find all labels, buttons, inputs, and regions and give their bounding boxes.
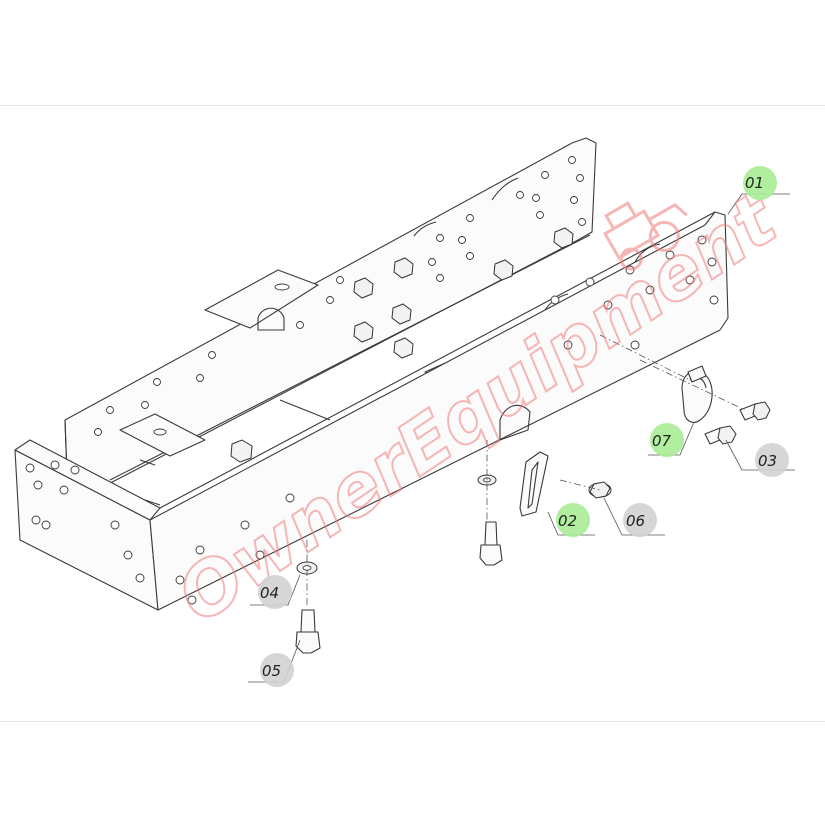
callout-03: 03	[755, 443, 789, 477]
callout-02: 02	[556, 503, 590, 537]
callout-04: 04	[258, 575, 292, 609]
callout-03-label: 03	[758, 452, 777, 470]
tractor-logo-icon	[602, 201, 688, 271]
callout-06: 06	[623, 503, 657, 537]
frame-nuts	[230, 227, 574, 463]
callout-05: 05	[260, 653, 294, 687]
long-bolt-part	[295, 521, 503, 654]
top-mount-plate	[204, 269, 319, 331]
front-rail-holes	[25, 235, 719, 605]
strap-bracket-part	[519, 451, 549, 517]
hex-bolt-part	[704, 401, 771, 445]
callout-03-bg	[755, 443, 789, 477]
pipe-clamp-part	[681, 365, 713, 423]
drawing-frame	[0, 105, 825, 722]
callout-07: 07	[650, 423, 684, 457]
callout-04-label: 04	[260, 584, 279, 602]
callout-01: 01	[743, 166, 777, 200]
back-rail-holes	[94, 156, 586, 436]
callout-04-bg	[258, 575, 292, 609]
callout-02-bg	[556, 503, 590, 537]
callout-02-label: 02	[558, 512, 577, 530]
callout-06-label: 06	[626, 512, 645, 530]
callout-01-label: 01	[745, 174, 764, 192]
callout-01-bg	[743, 166, 777, 200]
flange-bolt-part	[588, 481, 612, 499]
back-rail	[64, 137, 597, 506]
callout-05-bg	[260, 653, 294, 687]
callout-05-label: 05	[262, 662, 281, 680]
callout-06-bg	[623, 503, 657, 537]
callout-07-label: 07	[652, 432, 672, 450]
callout-07-bg	[650, 423, 684, 457]
assembly-lines	[306, 334, 746, 608]
front-rail	[14, 211, 729, 611]
